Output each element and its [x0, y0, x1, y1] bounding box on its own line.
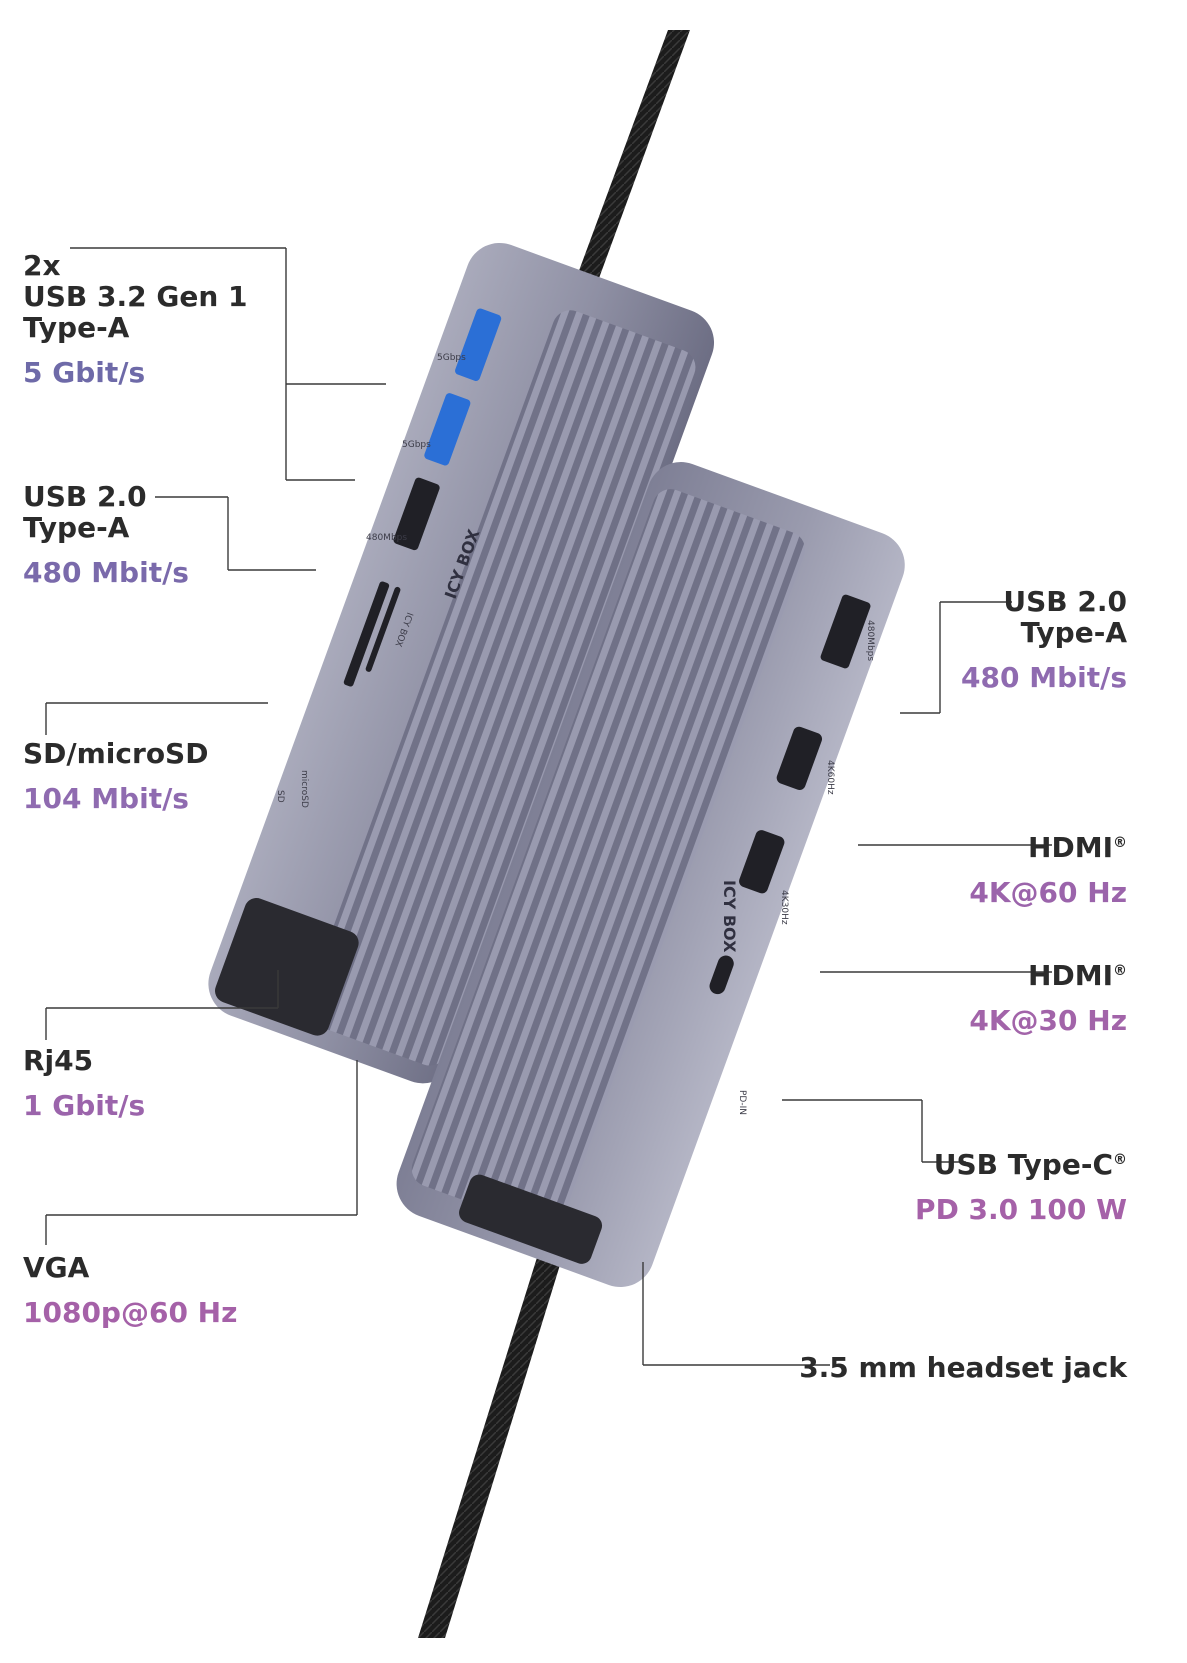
mark-hdmi-b: 4K30Hz	[779, 890, 789, 925]
hub-left: ICY BOX	[208, 243, 715, 1084]
hdmi30-mark: ®	[1113, 963, 1127, 979]
usb20-left-line1: USB 2.0	[23, 480, 147, 513]
mark-pd: PD-IN	[737, 1090, 747, 1115]
brand-left: ICY BOX	[441, 526, 484, 601]
usbc-spec: PD 3.0 100 W	[915, 1193, 1127, 1226]
vga-line1: VGA	[23, 1251, 90, 1284]
brand-right: ICY BOX	[720, 880, 739, 953]
usb20-right-line1: USB 2.0	[1003, 585, 1127, 618]
usb20-right-line2: Type-A	[1020, 616, 1127, 649]
label-usbc: USB Type-C® PD 3.0 100 W	[915, 1149, 1127, 1225]
mark-usb20-right: 480Mbps	[865, 620, 875, 661]
usb32-line1: 2x	[23, 249, 61, 282]
usb32-spec: 5 Gbit/s	[23, 356, 146, 389]
mark-sd: SD	[275, 790, 285, 803]
usb20-right-spec: 480 Mbit/s	[961, 661, 1127, 694]
vga-spec: 1080p@60 Hz	[23, 1296, 238, 1329]
hdmi30-line1: HDMI	[1028, 959, 1113, 992]
label-usb32: 2x USB 3.2 Gen 1 Type-A 5 Gbit/s	[23, 250, 247, 388]
label-jack: 3.5 mm headset jack	[799, 1352, 1127, 1383]
sd-spec: 104 Mbit/s	[23, 782, 189, 815]
label-hdmi30: HDMI® 4K@30 Hz	[969, 960, 1127, 1036]
label-vga: VGA 1080p@60 Hz	[23, 1252, 237, 1328]
usb32-line2: USB 3.2 Gen 1	[23, 280, 248, 313]
usbc-mark: ®	[1113, 1152, 1127, 1168]
jack-line1: 3.5 mm headset jack	[799, 1351, 1127, 1384]
label-sd: SD/microSD 104 Mbit/s	[23, 738, 208, 814]
hub-right	[396, 462, 905, 1287]
label-usb20-right: USB 2.0 Type-A 480 Mbit/s	[961, 586, 1127, 693]
mark-usb32-a: 5Gbps	[437, 353, 466, 363]
mark-usb32-b: 5Gbps	[402, 440, 431, 450]
hdmi60-spec: 4K@60 Hz	[969, 876, 1127, 909]
mark-microsd: microSD	[299, 770, 309, 808]
mark-hdmi-a: 4K60Hz	[825, 760, 835, 795]
usb32-line3: Type-A	[23, 311, 130, 344]
hdmi60-mark: ®	[1113, 835, 1127, 851]
hdmi30-spec: 4K@30 Hz	[969, 1004, 1127, 1037]
usb20-left-line2: Type-A	[23, 511, 130, 544]
label-rj45: Rj45 1 Gbit/s	[23, 1045, 145, 1121]
mark-usb20: 480Mbps	[366, 533, 407, 543]
rj45-line1: Rj45	[23, 1044, 94, 1077]
rj45-spec: 1 Gbit/s	[23, 1089, 146, 1122]
label-hdmi60: HDMI® 4K@60 Hz	[969, 832, 1127, 908]
cable-top	[560, 30, 690, 330]
hdmi60-line1: HDMI	[1028, 831, 1113, 864]
label-usb20-left: USB 2.0 Type-A 480 Mbit/s	[23, 481, 189, 588]
usb20-left-spec: 480 Mbit/s	[23, 556, 189, 589]
cable-bottom	[418, 1200, 580, 1638]
usbc-line1: USB Type-C	[933, 1148, 1113, 1181]
sd-line1: SD/microSD	[23, 737, 209, 770]
